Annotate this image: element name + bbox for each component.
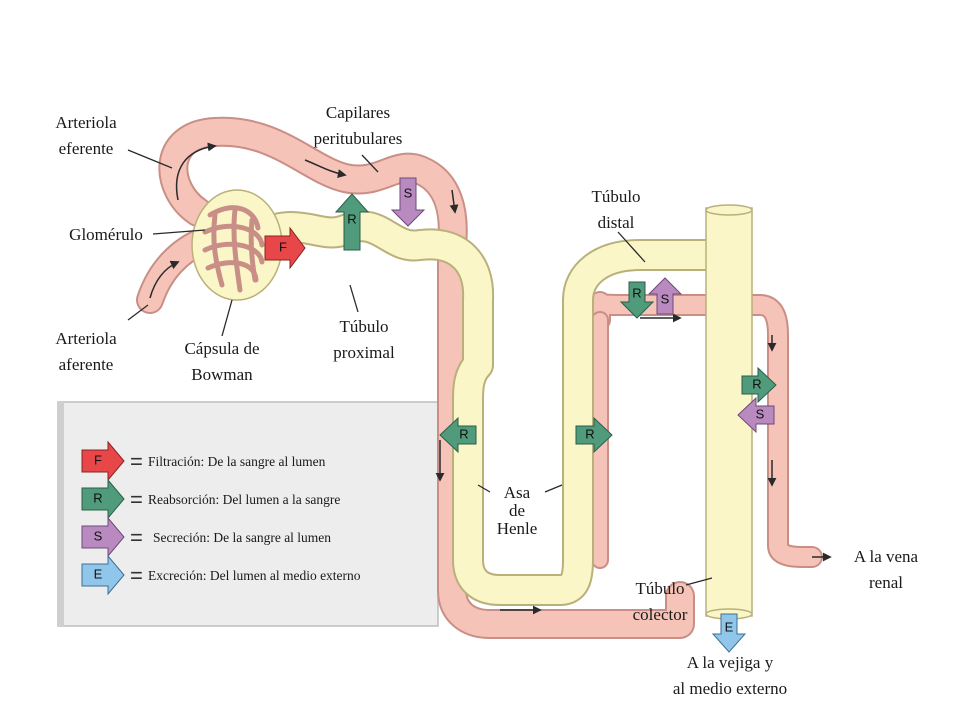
svg-text:eferente: eferente [59,139,114,158]
svg-text:R: R [632,285,641,300]
svg-text:=: = [130,449,143,474]
label-asa-henle: Asa de Henle [497,483,538,538]
reabsorption-arrow-proximal: R [334,193,370,251]
label-capilares-peritubulares: Capilares peritubulares [314,103,403,148]
svg-text:colector: colector [633,605,688,624]
svg-text:=: = [130,525,143,550]
label-tubulo-colector: Túbulo colector [633,579,688,624]
reabsorption-arrow-descending: R [439,416,477,454]
svg-text:Arteriola: Arteriola [55,113,117,132]
svg-text:S: S [756,406,765,421]
reabsorption-arrow-collecting: R [741,366,777,404]
reabsorption-arrow-ascending: R [575,416,613,454]
glomerulus [202,205,265,293]
svg-text:R: R [752,376,761,391]
svg-text:=: = [130,563,143,588]
secretion-arrow-collecting: S [737,396,775,434]
excretion-arrow: E [711,613,747,653]
svg-text:proximal: proximal [333,343,395,362]
svg-text:Asa: Asa [504,483,531,502]
svg-text:R: R [585,426,594,441]
label-arteriola-eferente: Arteriola eferente [55,113,117,158]
svg-text:E: E [725,619,734,634]
svg-text:=: = [130,487,143,512]
legend-filtracion-text: Filtración: De la sangre al lumen [148,454,326,469]
svg-text:S: S [661,291,670,306]
svg-text:renal: renal [869,573,903,592]
svg-text:distal: distal [598,213,635,232]
svg-text:S: S [94,528,103,543]
svg-text:R: R [459,426,468,441]
label-vena-renal: A la vena renal [854,547,919,592]
svg-text:Cápsula de: Cápsula de [184,339,259,358]
svg-text:R: R [347,211,356,226]
legend-excrecion-text: Excreción: Del lumen al medio externo [148,568,361,583]
filtration-letter: F [279,239,287,254]
svg-text:Bowman: Bowman [191,365,253,384]
svg-text:aferente: aferente [59,355,114,374]
label-glomerulo: Glomérulo [69,225,143,244]
secretion-arrow-distal: S [647,277,683,315]
svg-text:Henle: Henle [497,519,538,538]
svg-text:R: R [93,490,102,505]
svg-text:Glomérulo: Glomérulo [69,225,143,244]
svg-text:F: F [94,452,102,467]
filtration-arrow: F [264,226,306,270]
legend-panel [57,401,439,627]
svg-text:E: E [94,566,103,581]
flow-arrows [149,142,777,615]
label-tubulo-proximal: Túbulo proximal [333,317,395,362]
leader-lines [127,149,713,586]
svg-text:A la vena: A la vena [854,547,919,566]
svg-text:A la vejiga y: A la vejiga y [687,653,774,672]
legend-filtracion: F = Filtración: De la sangre al lumen [81,440,326,482]
label-vejiga: A la vejiga y al medio externo [673,653,787,698]
svg-text:Capilares: Capilares [326,103,390,122]
secretion-arrow-proximal: S [390,177,426,227]
svg-text:S: S [404,185,413,200]
svg-text:al medio externo: al medio externo [673,679,787,698]
legend-secrecion: S = Secreción: De la sangre al lumen [81,516,331,558]
svg-text:Túbulo: Túbulo [591,187,640,206]
svg-text:peritubulares: peritubulares [314,129,403,148]
svg-text:Túbulo: Túbulo [635,579,684,598]
svg-text:Túbulo: Túbulo [339,317,388,336]
label-tubulo-distal: Túbulo distal [591,187,640,232]
legend-secrecion-text: Secreción: De la sangre al lumen [153,530,331,545]
legend-reabsorcion-text: Reabsorción: Del lumen a la sangre [148,492,340,507]
svg-text:Arteriola: Arteriola [55,329,117,348]
label-capsula-bowman: Cápsula de Bowman [184,339,259,384]
svg-text:de: de [509,501,525,520]
reabsorption-arrow-distal: R [619,281,655,319]
legend-reabsorcion: R = Reabsorción: Del lumen a la sangre [81,478,340,520]
legend-excrecion: E = Excreción: Del lumen al medio extern… [81,554,361,596]
label-arteriola-aferente: Arteriola aferente [55,329,117,374]
